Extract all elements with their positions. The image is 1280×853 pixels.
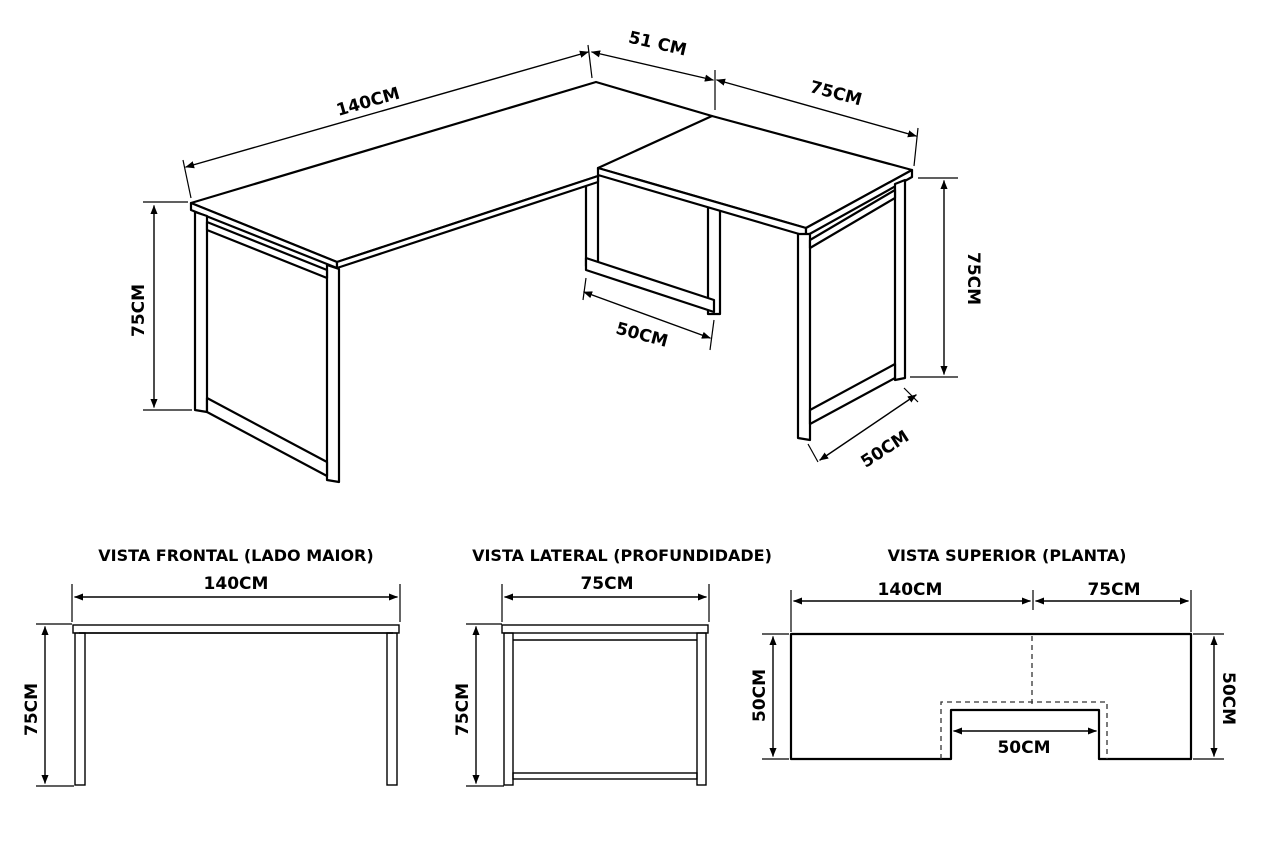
top-view-title: VISTA SUPERIOR (PLANTA)	[888, 546, 1127, 565]
side-view-width: 75CM	[580, 574, 633, 594]
iso-dimension-lines	[143, 44, 958, 463]
desk-top-return	[596, 114, 914, 238]
iso-label-side-depth: 50CM	[858, 427, 913, 473]
desk-leg-left	[193, 210, 341, 484]
top-view-depth-right: 50CM	[1218, 672, 1238, 725]
front-view-width: 140CM	[204, 574, 269, 594]
front-view-title: VISTA FRONTAL (LADO MAIOR)	[98, 546, 373, 565]
top-view: VISTA SUPERIOR (PLANTA) 140CM 75CM 50CM …	[750, 546, 1238, 761]
top-view-outline	[789, 632, 1193, 761]
iso-label-inner-depth: 50CM	[614, 319, 670, 352]
iso-label-height-right: 75CM	[963, 252, 983, 305]
top-view-notch: 50CM	[997, 738, 1050, 758]
iso-label-return-width: 51 CM	[627, 28, 689, 61]
top-view-width-return: 75CM	[1087, 580, 1140, 600]
front-view-height: 75CM	[22, 683, 42, 736]
iso-label-height-left: 75CM	[129, 284, 149, 337]
side-view-title: VISTA LATERAL (PROFUNDIDADE)	[472, 546, 772, 565]
top-view-depth-left: 50CM	[750, 669, 770, 722]
iso-label-return-length: 75CM	[808, 77, 864, 110]
isometric-desk-view: 140CM 51 CM 75CM 75CM 75CM 50CM 50CM	[129, 28, 983, 484]
front-view: VISTA FRONTAL (LADO MAIOR) 140CM 75CM	[22, 546, 401, 787]
side-view-height: 75CM	[453, 683, 473, 736]
side-view: VISTA LATERAL (PROFUNDIDADE) 75CM 75CM	[453, 546, 772, 787]
top-view-width-main: 140CM	[878, 580, 943, 600]
